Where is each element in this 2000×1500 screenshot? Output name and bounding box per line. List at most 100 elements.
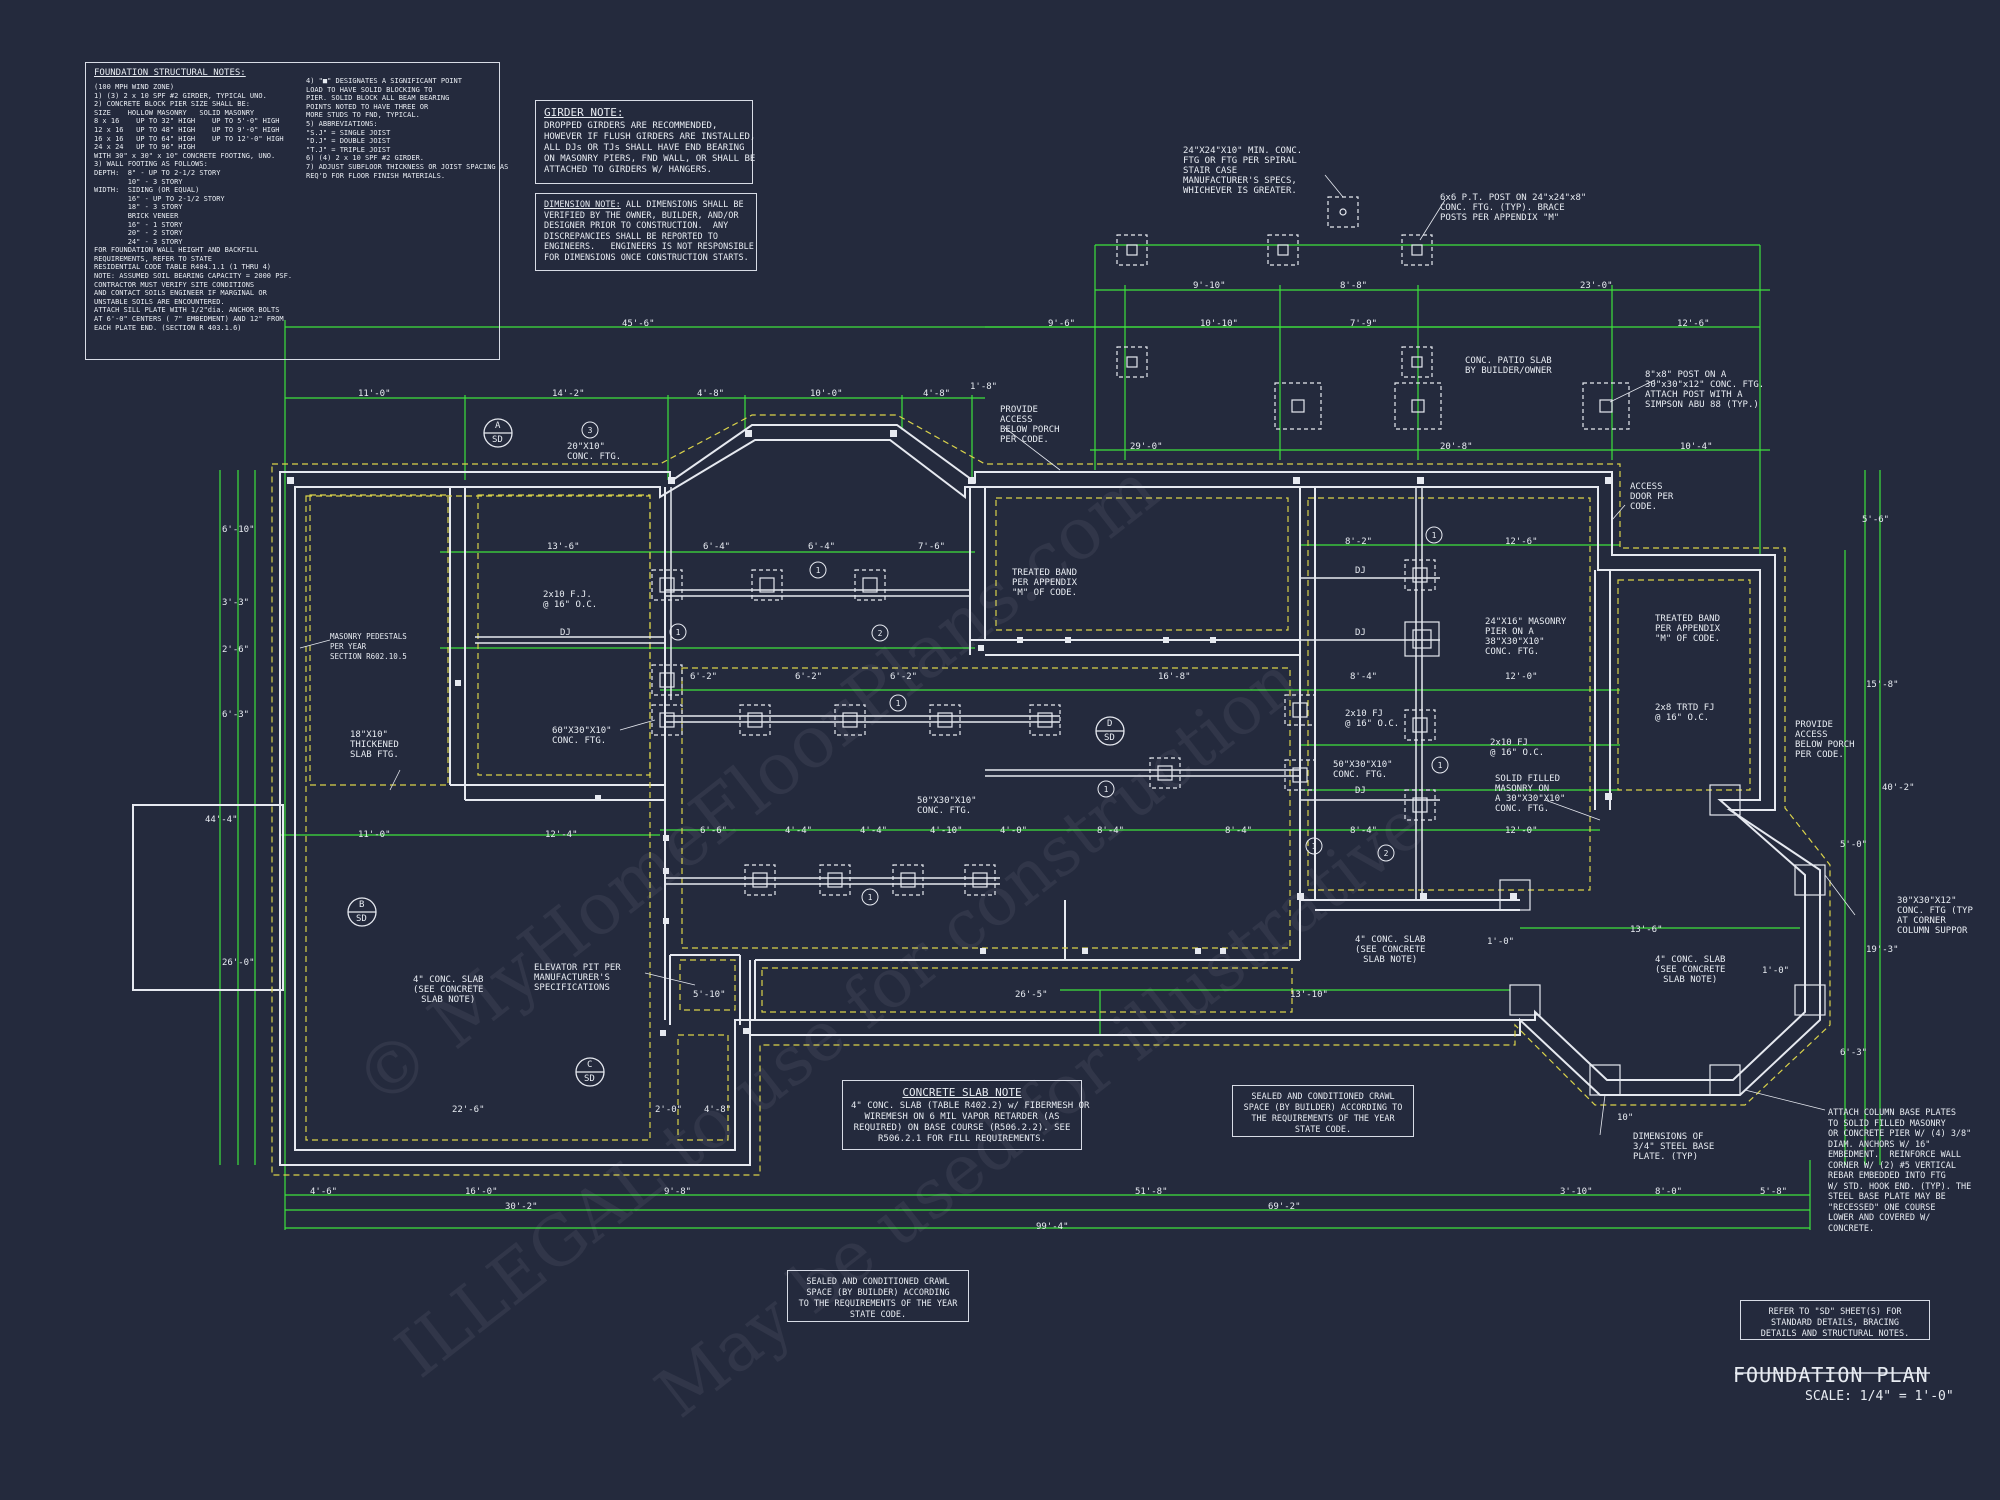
svg-text:1: 1 bbox=[896, 699, 901, 708]
dim-int-16: 4'-10" bbox=[930, 826, 963, 836]
concrete-slab-note-heading: CONCRETE SLAB NOTE bbox=[902, 1086, 1022, 1099]
dim-int-30: 13'-6" bbox=[1630, 925, 1663, 935]
girders bbox=[475, 487, 1440, 900]
foundation-note-right-line: "T.J" = TRIPLE JOIST bbox=[306, 145, 391, 154]
label-dj-d: DJ bbox=[1355, 786, 1366, 796]
dim-right-2: 15'-8" bbox=[1866, 680, 1899, 690]
dim-int-14: 4'-4" bbox=[785, 826, 813, 836]
foundation-note-line: DEPTH: 8" - UP TO 2-1/2 STORY bbox=[94, 168, 221, 177]
svg-text:1: 1 bbox=[1438, 761, 1443, 770]
dim-int-24: 22'-6" bbox=[452, 1105, 485, 1115]
foundation-note-line: REQUIREMENTS, REFER TO STATE bbox=[94, 254, 213, 263]
girder-note-line: ATTACHED TO GIRDERS W/ HANGERS. bbox=[544, 165, 712, 175]
label-conc-ftg-20: 20"X10" CONC. FTG. bbox=[567, 442, 622, 462]
label-patio-slab: CONC. PATIO SLAB BY BUILDER/OWNER bbox=[1465, 356, 1552, 376]
dim-top-right-2: 10'-10" bbox=[1200, 319, 1238, 329]
girder-note: GIRDER NOTE: DROPPED GIRDERS ARE RECOMME… bbox=[535, 100, 755, 184]
column-note-line: W/ STD. HOOK END. (TYP). THE bbox=[1828, 1181, 1972, 1192]
foundation-note-line: CONTRACTOR MUST VERIFY SITE CONDITIONS bbox=[94, 280, 255, 289]
girder-note-line: DROPPED GIRDERS ARE RECOMMENDED, bbox=[544, 121, 718, 131]
foundation-note-line: 10" - 3 STORY bbox=[94, 177, 183, 186]
dim-int-32: 1'-0" bbox=[1762, 966, 1790, 976]
dim-int-8: 16'-8" bbox=[1158, 672, 1191, 682]
dim-left-2: 26'-0" bbox=[222, 958, 255, 968]
label-elevator-pit: ELEVATOR PIT PER MANUFACTURER'S SPECIFIC… bbox=[534, 963, 621, 993]
dim-int-33: 10" bbox=[1617, 1113, 1634, 1123]
dimension-note-line: DESIGNER PRIOR TO CONSTRUCTION. ANY bbox=[544, 221, 729, 231]
dim-top-2: 14'-2" bbox=[552, 389, 585, 399]
foundation-note-line: NOTE: ASSUMED SOIL BEARING CAPACITY = 20… bbox=[94, 272, 293, 281]
dimension-note-heading: DIMENSION NOTE: bbox=[544, 200, 621, 210]
label-treated-band-a: TREATED BAND PER APPENDIX "M" OF CODE. bbox=[1012, 568, 1078, 598]
dim-top-6: 1'-8" bbox=[970, 382, 998, 392]
dim-int-23: 12'-4" bbox=[545, 830, 578, 840]
dimension-lines bbox=[219, 244, 1881, 1230]
dim-top-1: 11'-0" bbox=[358, 389, 391, 399]
foundation-notes-left: (100 MPH WIND ZONE)1) (3) 2 x 10 SPF #2 … bbox=[94, 83, 294, 332]
girder-note-line: ALL DJs OR TJs SHALL HAVE END BEARING bbox=[544, 143, 745, 153]
note-number-markers bbox=[581, 421, 1449, 906]
dim-top-right-1: 9'-6" bbox=[1048, 319, 1076, 329]
foundation-note-right-line: "D.J" = DOUBLE JOIST bbox=[306, 137, 391, 146]
column-note-line: ATTACH COLUMN BASE PLATES bbox=[1828, 1108, 1956, 1118]
foundation-note-line: SIZE HOLLOW MASONRY SOLID MASONRY bbox=[94, 108, 255, 117]
dimension-note-line: VERIFIED BY THE OWNER, BUILDER, AND/OR bbox=[544, 210, 739, 221]
foundation-note-line: AT 6'-0" CENTERS ( 7" EMBEDMENT) AND 12"… bbox=[94, 315, 284, 324]
label-dj-b: DJ bbox=[1355, 566, 1366, 576]
crawl-bottom-line: STATE CODE. bbox=[849, 1310, 907, 1320]
foundation-note-line: (100 MPH WIND ZONE) bbox=[94, 83, 175, 91]
dimension-note-first-line: DIMENSION NOTE: ALL DIMENSIONS SHALL BE bbox=[544, 200, 748, 211]
dim-left-6: 6'-3" bbox=[222, 710, 250, 720]
column-note-line: CORNER W/ (2) #5 VERTICAL bbox=[1828, 1160, 1956, 1171]
dimension-note-line: ENGINEERS. ENGINEERS IS NOT RESPONSIBLE bbox=[544, 242, 754, 252]
dim-int-12: 12'-0" bbox=[1505, 672, 1538, 682]
svg-text:1: 1 bbox=[1312, 842, 1317, 851]
dim-porch-4: 29'-0" bbox=[1130, 442, 1163, 452]
label-conc-ftg-50b: 50"X30"X10" CONC. FTG. bbox=[1333, 760, 1393, 780]
label-post-6x6: 6x6 P.T. POST ON 24"x24"x8" CONC. FTG. (… bbox=[1440, 193, 1587, 223]
label-treated-band-b: TREATED BAND PER APPENDIX "M" OF CODE. bbox=[1655, 614, 1721, 644]
concrete-slab-note-line: R506.2.1 FOR FILL REQUIREMENTS. bbox=[878, 1134, 1046, 1144]
crawl-center-line: SPACE (BY BUILDER) ACCORDING TO bbox=[1243, 1103, 1403, 1113]
dim-porch-1: 9'-10" bbox=[1193, 281, 1226, 291]
dim-int-4: 7'-6" bbox=[918, 542, 946, 552]
svg-text:1: 1 bbox=[1432, 531, 1437, 540]
column-note-line: LOWER AND COVERED W/ bbox=[1828, 1213, 1931, 1223]
label-fj-2x10-b: 2x10 FJ @ 16" O.C. bbox=[1345, 709, 1400, 729]
label-provide-access-right: PROVIDE ACCESS BELOW PORCH PER CODE. bbox=[1795, 720, 1855, 760]
dim-bottom-3: 9'-8" bbox=[664, 1187, 692, 1197]
label-conc-ftg-col: 30"X30"X12" CONC. FTG (TYP AT CORNER COL… bbox=[1897, 896, 1973, 936]
concrete-slab-note-line: 4" CONC. SLAB (TABLE R402.2) w/ FIBERMES… bbox=[851, 1101, 1090, 1111]
dim-int-29: 13'-10" bbox=[1290, 990, 1328, 1000]
svg-text:1: 1 bbox=[676, 628, 681, 637]
svg-text:2: 2 bbox=[878, 629, 883, 638]
foundation-note-right-line: PIER. SOLID BLOCK ALL BEAM BEARING bbox=[306, 94, 450, 103]
foundation-note-right-line: 7) ADJUST SUBFLOOR THICKNESS OR JOIST SP… bbox=[306, 162, 509, 171]
concrete-slab-note-lines: 4" CONC. SLAB (TABLE R402.2) w/ FIBERMES… bbox=[851, 1101, 1090, 1145]
dim-int-21: 12'-0" bbox=[1505, 826, 1538, 836]
dim-porch-3: 23'-0" bbox=[1580, 281, 1613, 291]
dim-int-13: 6'-6" bbox=[700, 826, 728, 836]
dim-overall-bottom: 99'-4" bbox=[1036, 1222, 1069, 1232]
foundation-note-line: 16 x 16 UP TO 64" HIGH UP TO 12'-0" HIGH bbox=[94, 134, 284, 143]
svg-text:1: 1 bbox=[1104, 785, 1109, 794]
dim-bottom-7: 5'-8" bbox=[1760, 1187, 1788, 1197]
label-masonry-pier: 24"X16" MASONRY PIER ON A 38"X30"X10" CO… bbox=[1485, 617, 1567, 657]
foundation-note-line: 2) CONCRETE BLOCK PIER SIZE SHALL BE: bbox=[94, 100, 250, 109]
dim-porch-6: 10'-4" bbox=[1680, 442, 1713, 452]
foundation-note-line: EACH PLATE END. (SECTION R 403.1.6) bbox=[94, 323, 242, 332]
dim-top-3: 4'-8" bbox=[697, 389, 725, 399]
dim-top-5: 4'-8" bbox=[923, 389, 951, 399]
dim-int-17: 4'-0" bbox=[1000, 826, 1028, 836]
label-slab-right: 4" CONC. SLAB (SEE CONCRETE SLAB NOTE) bbox=[1655, 955, 1726, 985]
dim-right-4: 19'-3" bbox=[1866, 945, 1899, 955]
foundation-note-right-line: "S.J" = SINGLE JOIST bbox=[306, 128, 391, 137]
foundation-note-right-line: LOAD TO HAVE SOLID BLOCKING TO bbox=[306, 85, 433, 94]
dim-int-9: 8'-2" bbox=[1345, 537, 1373, 547]
label-slab-left: 4" CONC. SLAB (SEE CONCRETE SLAB NOTE) bbox=[413, 975, 484, 1005]
